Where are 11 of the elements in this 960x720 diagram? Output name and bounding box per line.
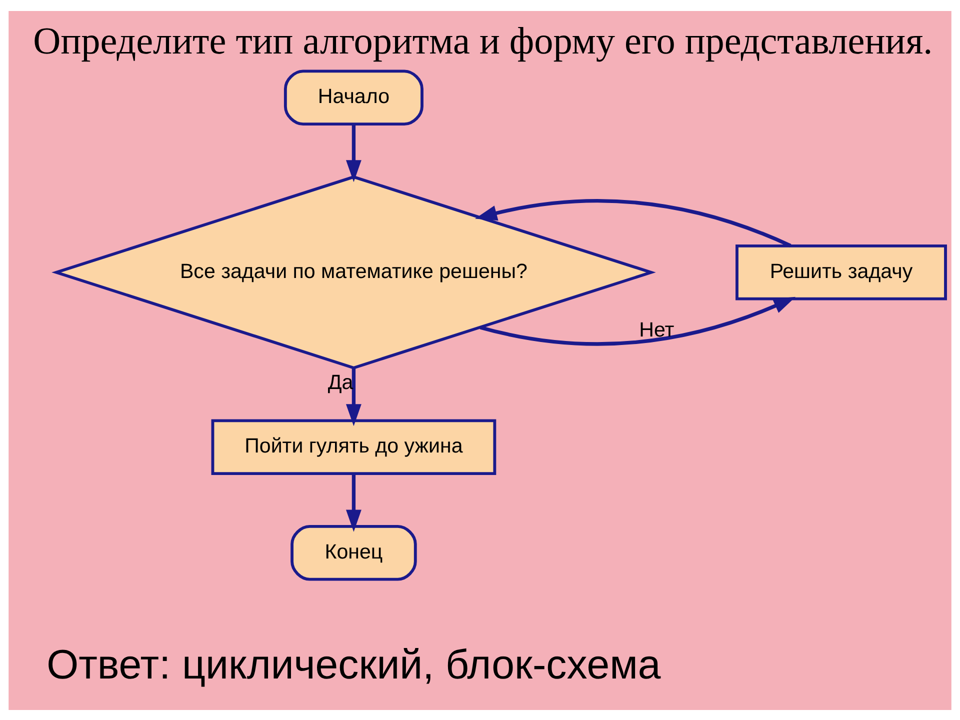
- caption: Ответ: циклический, блок-схема: [46, 640, 661, 687]
- arrow: [346, 368, 362, 426]
- arrow: [346, 474, 362, 532]
- node-box: Начало: [284, 69, 424, 126]
- arrow: [480, 296, 796, 346]
- arrow: [346, 124, 362, 182]
- arrow: [474, 198, 792, 247]
- diagram-title: Определите тип алгоритма и форму его представления.: [33, 20, 933, 62]
- node-box: Решить задачу: [736, 244, 947, 300]
- node-box: Пойти гулять до ужина: [211, 418, 496, 475]
- node-box: Конец: [290, 524, 417, 580]
